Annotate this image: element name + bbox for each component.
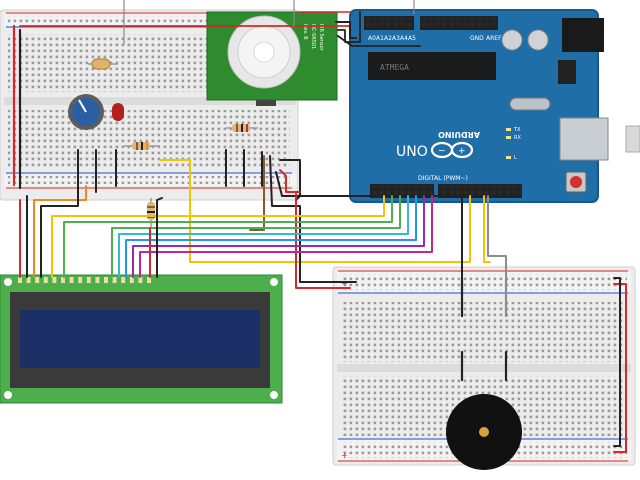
lcd-pin [43,277,48,283]
pir-label-line1: PIR Sensor [318,24,324,52]
pir-pins [256,100,276,106]
lcd-pin [95,277,100,283]
pir-sensor-module: PIR Sensor HC-SR501 Rev. B [206,11,338,106]
l-led [506,156,511,159]
arduino-uno-board: A0 A1 A2 A3 A4 A5 GND AREF ATMEGA − + AR… [349,9,640,203]
uno-model-text: UNO [396,144,428,160]
lcd-pin [147,277,151,283]
lcd-pin [138,277,143,283]
capacitor-2 [527,29,549,51]
power-jack [562,18,604,52]
rx-led [506,136,511,139]
aref-label: AREF [486,35,502,42]
analog-pin-a2: A2 [384,35,392,42]
capacitor-1 [501,29,523,51]
reset-button-cap[interactable] [570,176,582,188]
l-led-label: L [514,155,517,161]
pir-label-line3: Rev. B [302,24,308,40]
bb-minus-label: − [341,279,348,288]
atmega-chip-label: ATMEGA [380,63,409,72]
resistor-3 [147,198,155,228]
lcd-pin [129,277,134,283]
potentiometer [68,94,104,130]
crystal-oscillator [509,97,551,111]
digital-pwm-label: DIGITAL (PWM~) [418,175,468,182]
gnd-label: GND [470,35,484,42]
lcd-pin [69,277,74,283]
arduino-logo: − + [430,141,474,159]
lcd-pin [86,277,91,283]
lcd-pin [78,277,83,283]
lcd-pin [26,277,31,283]
lcd-pin [35,277,40,283]
red-led [112,103,124,121]
wires [12,0,627,453]
tx-label: TX [513,127,521,133]
rx-label: RX [514,135,521,141]
bb-plus-label: + [341,451,348,460]
lcd-pin-header [18,277,151,283]
lcd-pin [18,277,22,283]
wire-yellow-long [159,159,471,263]
lcd-pin [121,277,126,283]
atmega-chip [368,52,496,80]
analog-pin-a4: A4 [400,35,408,42]
svg-text:−: − [438,147,446,157]
lcd-pin [52,277,57,283]
analog-pin-a5: A5 [408,35,416,42]
tx-led [506,128,511,131]
usb-cable-stub [625,125,640,153]
resistor-2 [124,142,160,150]
analog-pin-a3: A3 [392,35,400,42]
wire-pir-gnd [335,21,357,39]
lcd-screen [20,310,260,368]
usb-port [559,117,609,161]
lcd-pin [61,277,65,283]
piezo-buzzer [446,394,522,470]
analog-pin-a0: A0 [368,35,376,42]
resistor-1 [226,124,258,132]
lcd-pin [112,277,117,283]
wire-top-gray [123,0,295,45]
voltage-regulator [558,60,576,84]
lcd-16x2-module [0,274,283,404]
pir-label-line2: HC-SR501 [310,24,316,49]
lcd-pin [104,277,108,283]
svg-text:+: + [458,147,466,157]
photoresistor [88,58,118,70]
arduino-brand-text: ARDUINO [438,130,480,139]
analog-pin-a1: A1 [376,35,384,42]
